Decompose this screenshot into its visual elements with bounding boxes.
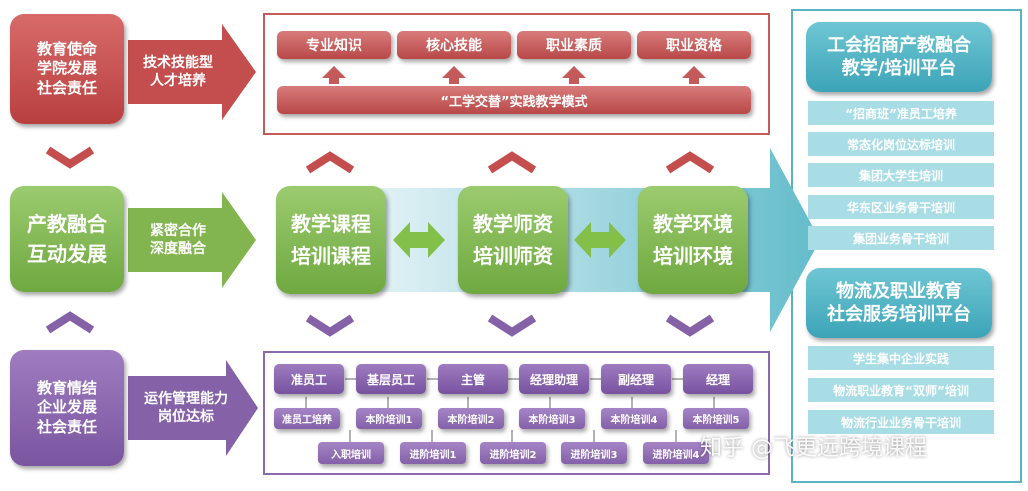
platform-item: “招商班”准员工培养 [808, 101, 994, 125]
red-up-arrow-icon [562, 66, 586, 84]
platform-title-1: 工会招商产教融合 教学/培训平台 [806, 22, 992, 92]
platform-item: 集团大学生培训 [808, 163, 994, 187]
advanced-training: 进阶培训3 [561, 442, 627, 464]
middle-box-course: 教学课程 培训课程 [276, 186, 386, 294]
career-connector-lines [305, 378, 715, 442]
career-level: 副经理 [601, 364, 671, 394]
top-pill: 专业知识 [277, 31, 391, 59]
red-connector-arrow [128, 24, 256, 120]
red-up-arrow-icon [682, 66, 706, 84]
platform-item: 华东区业务骨干培训 [808, 195, 994, 219]
red-chevron-up-icon [665, 151, 715, 174]
platform-item: 常态化岗位达标培训 [808, 132, 994, 156]
career-level: 经理 [683, 364, 753, 394]
career-level: 基层员工 [356, 364, 426, 394]
stage-training: 本阶培训4 [601, 408, 667, 429]
advanced-training: 进阶培训2 [480, 442, 546, 464]
top-pill: 职业资格 [637, 31, 751, 59]
career-level: 准员工 [274, 364, 344, 394]
platform-item: 学生集中企业实践 [808, 346, 994, 370]
left-purple-box: 教育情结 企业发展 社会责任 [10, 350, 124, 466]
purple-chevron-down-icon [305, 314, 355, 337]
red-chevron-up-icon [487, 151, 537, 174]
career-level: 主管 [438, 364, 508, 394]
platform-item: 集团业务骨干培训 [808, 226, 994, 250]
platform-title-2: 物流及职业教育 社会服务培训平台 [806, 268, 992, 338]
green-connector-arrow [128, 192, 256, 288]
red-up-arrow-icon [442, 66, 466, 84]
middle-box-environment: 教学环境 培训环境 [638, 186, 748, 294]
green-arrow-label: 紧密合作 深度融合 [150, 222, 206, 257]
left-green-box: 产教融合 互动发展 [10, 186, 124, 292]
purple-chevron-down-icon [487, 314, 537, 337]
double-arrow-icon [393, 222, 445, 258]
red-chevron-down-icon [45, 146, 95, 169]
practice-mode-bar: “工学交替”实践教学模式 [277, 86, 751, 114]
stage-training: 本阶培训1 [356, 408, 422, 429]
stage-training: 本阶培训5 [683, 408, 749, 429]
platform-item: 物流行业业务骨干培训 [808, 410, 994, 434]
advanced-training: 进阶培训4 [643, 442, 709, 464]
top-frame [263, 13, 770, 135]
red-chevron-up-icon [305, 151, 355, 174]
top-pill: 职业素质 [517, 31, 631, 59]
stage-training: 本阶培训3 [519, 408, 585, 429]
purple-arrow-label: 运作管理能力 岗位达标 [144, 390, 228, 425]
double-arrow-icon [574, 222, 626, 258]
middle-box-teacher: 教学师资 培训师资 [458, 186, 568, 294]
purple-connector-arrow [128, 360, 258, 456]
stage-training: 准员工培养 [274, 408, 340, 429]
advanced-training: 进阶培训1 [400, 442, 466, 464]
bottom-frame [263, 351, 770, 475]
purple-chevron-down-icon [665, 314, 715, 337]
red-up-arrow-icon [322, 66, 346, 84]
left-red-box: 教育使命 学院发展 社会责任 [10, 14, 124, 124]
career-level: 经理助理 [519, 364, 589, 394]
stage-training: 本阶培训2 [438, 408, 504, 429]
top-pill: 核心技能 [397, 31, 511, 59]
purple-chevron-up-icon [45, 311, 95, 334]
platform-item: 物流职业教育“双师”培训 [808, 378, 994, 402]
advanced-training: 入职培训 [318, 442, 384, 464]
red-arrow-label: 技术技能型 人才培养 [143, 54, 213, 89]
watermark: 知乎 @飞更远跨境课程 [700, 436, 927, 461]
